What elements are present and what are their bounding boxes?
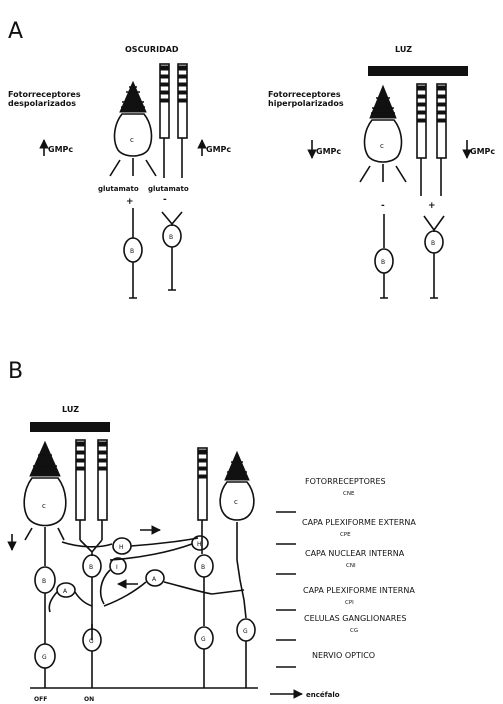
b-cone-right-letter: c (234, 498, 238, 506)
b-rod-3 (198, 448, 207, 540)
dark-bipolar-2: B (162, 212, 182, 290)
layer-2-abbr: CPE (340, 532, 351, 538)
dark-title: OSCURIDAD (125, 45, 179, 54)
light-rod-1 (417, 84, 426, 196)
panel-a-letter: A (8, 19, 23, 44)
b-optic-nerve (30, 688, 302, 694)
dark-cone-letter: c (130, 136, 134, 144)
light-bipolar-2: B (424, 216, 444, 298)
light-receptor-label-line1: Fotorreceptores (268, 90, 341, 99)
b-bipolar-left: B (35, 540, 55, 630)
dark-receptor-label-line2: despolarizados (8, 99, 76, 108)
layer-1-abbr: CNE (343, 491, 355, 497)
layer-4-name: CAPA PLEXIFORME INTERNA (303, 586, 415, 595)
panel-b-letter: B (8, 359, 23, 384)
b-amacrine-1-letter: A (63, 588, 68, 595)
b-amacrine-2: A (104, 570, 244, 606)
light-bar (368, 66, 468, 76)
dark-bipolar-1: B (124, 208, 142, 298)
light-receptor-label-line2: hiperpolarizados (268, 99, 344, 108)
dark-bipolar-1-letter: B (130, 248, 134, 255)
b-ganglion-right-2-letter: G (243, 628, 248, 635)
b-on-label: ON (84, 696, 94, 703)
b-horizontal-2: H (110, 536, 208, 560)
light-sign-2: + (428, 201, 436, 211)
b-amacrine-2-letter: A (152, 576, 157, 583)
dark-sign-2: - (163, 195, 167, 205)
b-ganglion-right-1: G (195, 620, 213, 688)
b-brain-label: encéfalo (306, 691, 340, 699)
b-layer-labels: FOTORRECEPTORES CNE CAPA PLEXIFORME EXTE… (276, 477, 416, 667)
dark-sign-1: + (126, 197, 134, 207)
layer-3-name: CAPA NUCLEAR INTERNA (305, 549, 405, 558)
b-ganglion-right-1-letter: G (201, 636, 206, 643)
b-light-title: LUZ (62, 405, 79, 414)
light-bipolar-1: B (375, 214, 393, 298)
light-gmp-left: GMPc (316, 147, 341, 156)
dark-transmitter-2: glutamato (148, 185, 189, 193)
layer-5-name: CELULAS GANGLIONARES (304, 614, 406, 623)
b-horizontal-1: H (62, 538, 198, 554)
light-bipolar-1-letter: B (381, 259, 385, 266)
dark-rod-2 (178, 64, 187, 178)
b-rod-1 (76, 440, 85, 540)
b-interplexiform-letter: I (116, 564, 118, 571)
b-ganglion-center-letter: G (89, 638, 94, 645)
light-cone-letter: c (380, 142, 384, 150)
light-bipolar-2-letter: B (431, 240, 435, 247)
b-light-bar (30, 422, 110, 432)
b-ganglion-right-2: G (237, 600, 255, 688)
dark-gmp-left: GMPc (48, 145, 73, 154)
b-bipolar-left-letter: B (42, 578, 46, 585)
b-cone-right: c (220, 452, 254, 540)
light-sign-1: - (381, 201, 385, 211)
light-rod-2 (437, 84, 446, 196)
b-ganglion-left-letter: G (42, 654, 47, 661)
layer-4-abbr: CPI (345, 600, 354, 606)
b-bipolar-center-letter: B (89, 564, 93, 571)
b-horizontal-1-letter: H (119, 544, 124, 551)
layer-5-abbr: CG (350, 628, 358, 634)
dark-bipolar-2-letter: B (169, 234, 173, 241)
layer-6-name: NERVIO OPTICO (312, 651, 375, 660)
dark-gmp-right: GMPc (206, 145, 231, 154)
b-ganglion-left: G (35, 630, 55, 688)
b-off-label: OFF (34, 696, 47, 703)
b-cone-left-letter: c (42, 502, 46, 510)
b-bipolar-right-letter: B (201, 564, 205, 571)
b-horizontal-2-letter: H (197, 541, 202, 548)
b-bipolar-right: B (195, 540, 213, 620)
dark-transmitter-1: glutamato (98, 185, 139, 193)
light-cone: c (360, 86, 406, 182)
dark-rod-1 (160, 64, 169, 178)
layer-2-name: CAPA PLEXIFORME EXTERNA (302, 518, 416, 527)
dark-cone: c (110, 82, 156, 176)
layer-3-abbr: CNI (346, 563, 356, 569)
dark-receptor-label-line1: Fotorreceptores (8, 90, 81, 99)
light-title: LUZ (395, 45, 412, 54)
b-amacrine-1: A (49, 583, 92, 612)
light-gmp-right: GMPc (470, 147, 495, 156)
layer-1-name: FOTORRECEPTORES (305, 477, 386, 486)
b-cone-left: c (24, 442, 66, 540)
b-bipolar-center: B (80, 540, 102, 640)
b-rod-2 (98, 440, 107, 540)
